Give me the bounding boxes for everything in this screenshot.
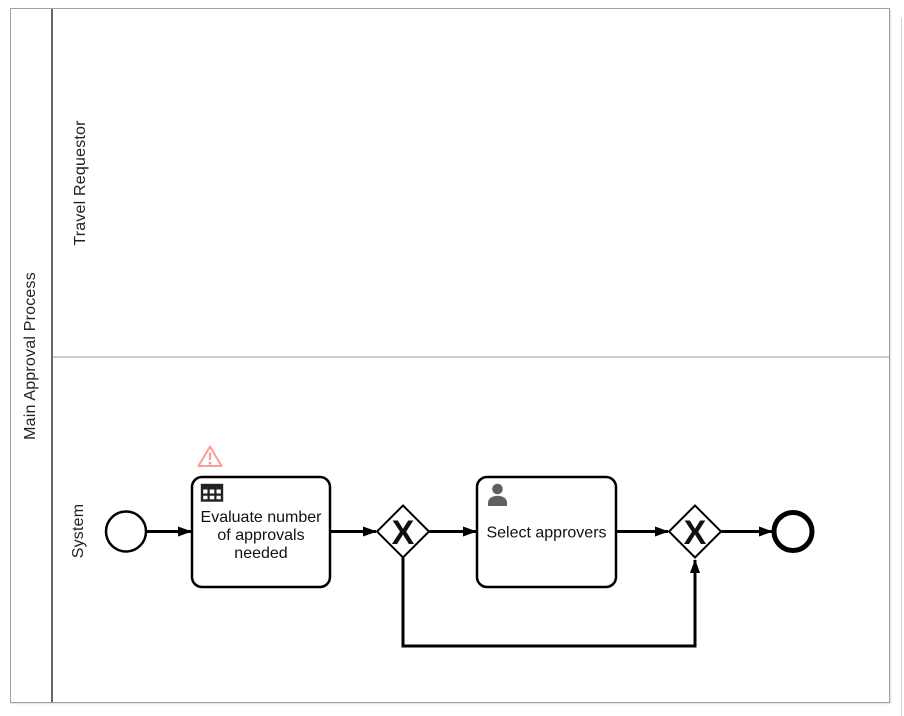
- gateway-join-x-marker: X: [684, 514, 707, 552]
- task-select-shape[interactable]: [475, 475, 618, 589]
- task-evaluate-label-line3: needed: [234, 545, 287, 562]
- start-event[interactable]: [104, 510, 148, 553]
- pool-main-approval-process[interactable]: Main Approval Process Travel Requestor S…: [10, 8, 890, 703]
- validation-warning-icon[interactable]: [197, 445, 223, 467]
- task-evaluate-shape[interactable]: [190, 475, 332, 589]
- end-event[interactable]: [771, 510, 815, 553]
- window-edge-line: [901, 18, 902, 716]
- task-evaluate-label-line2: of approvals: [217, 527, 304, 544]
- exclusive-gateway-join[interactable]: X: [667, 504, 723, 559]
- exclusive-gateway-split[interactable]: X: [375, 504, 431, 559]
- pool-header[interactable]: Main Approval Process: [11, 9, 53, 702]
- lane-travel-requestor[interactable]: Travel Requestor: [53, 9, 889, 358]
- task-evaluate-label-line1: Evaluate number: [201, 509, 323, 526]
- task-select-approvers[interactable]: Select approvers: [475, 475, 618, 589]
- task-evaluate-approvals[interactable]: Evaluate number of approvals needed: [190, 475, 332, 589]
- sequence-flow-bypass-loop[interactable]: [401, 557, 700, 648]
- lane-set: Travel Requestor System: [53, 9, 889, 702]
- gateway-split-x-marker: X: [392, 514, 415, 552]
- table-icon: [200, 483, 224, 502]
- user-icon: [488, 483, 507, 506]
- task-select-label: Select approvers: [486, 525, 606, 542]
